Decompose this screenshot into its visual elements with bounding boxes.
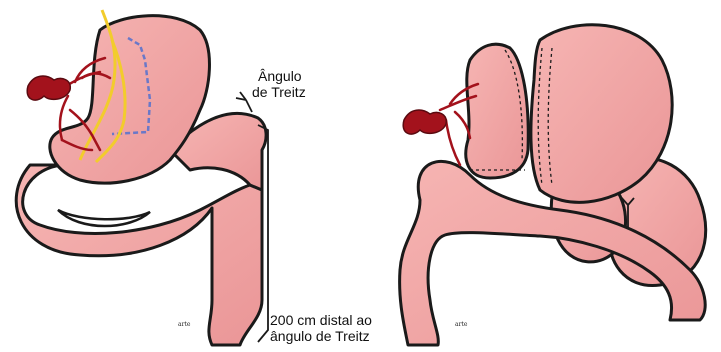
distal-label-line2: ângulo de Treitz	[270, 328, 370, 344]
left-panel-diagram	[16, 10, 268, 345]
treitz-label-line2: de Treitz	[252, 84, 306, 100]
bowel-fold	[58, 210, 150, 226]
treitz-pointer	[236, 92, 252, 112]
small-bowel-loop	[16, 165, 262, 345]
artist-signature-left: arte	[178, 322, 190, 328]
right-panel-diagram	[400, 25, 706, 345]
left-gastric-artery	[403, 110, 446, 134]
distal-label-line1: 200 cm distal ao	[270, 312, 372, 328]
treitz-label-line1: Ângulo	[258, 68, 302, 84]
celiac-trunk	[27, 76, 70, 100]
gastric-pouch	[466, 44, 528, 178]
artist-signature-right: arte	[455, 322, 467, 328]
